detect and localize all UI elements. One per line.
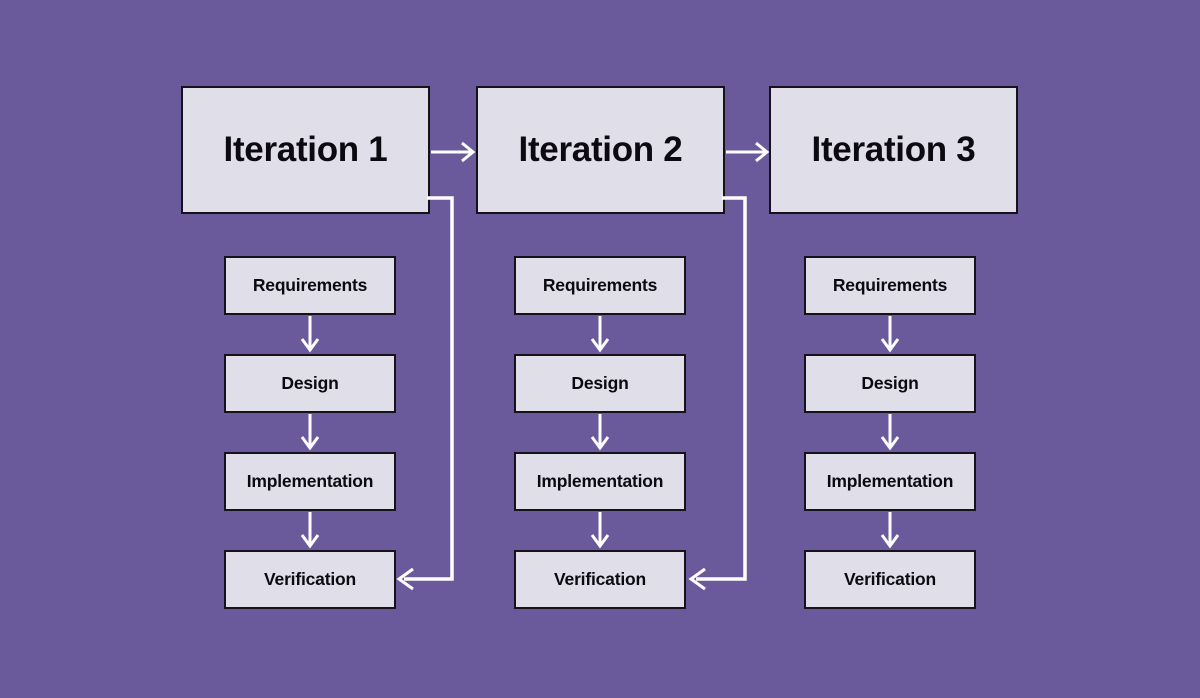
arrow-iteration-2-to-3 <box>726 141 770 163</box>
phase-label: Verification <box>554 568 646 589</box>
phase-box-3-design[interactable]: Design <box>804 354 976 413</box>
phase-box-2-implementation[interactable]: Implementation <box>514 452 686 511</box>
phase-label: Design <box>861 372 919 393</box>
phase-label: Requirements <box>832 274 948 295</box>
phase-box-3-implementation[interactable]: Implementation <box>804 452 976 511</box>
feedback-loop-iteration-2 <box>688 196 747 591</box>
iteration-box-1-label: Iteration 1 <box>223 129 388 169</box>
phase-label: Design <box>281 372 339 393</box>
arrow-2-implementation-to-verification <box>590 512 610 549</box>
phase-label: Implementation <box>826 470 954 491</box>
arrow-1-requirements-to-design <box>300 316 320 353</box>
arrow-2-design-to-implementation <box>590 414 610 451</box>
feedback-loop-iteration-1 <box>396 196 454 591</box>
arrow-iteration-1-to-2 <box>431 141 476 163</box>
phase-label: Verification <box>844 568 936 589</box>
phase-box-1-requirements[interactable]: Requirements <box>224 256 396 315</box>
phase-label: Requirements <box>542 274 658 295</box>
phase-box-3-verification[interactable]: Verification <box>804 550 976 609</box>
phase-box-1-implementation[interactable]: Implementation <box>224 452 396 511</box>
iteration-box-2[interactable]: Iteration 2 <box>476 86 725 214</box>
phase-box-3-requirements[interactable]: Requirements <box>804 256 976 315</box>
arrow-1-design-to-implementation <box>300 414 320 451</box>
iteration-box-1[interactable]: Iteration 1 <box>181 86 430 214</box>
arrow-2-requirements-to-design <box>590 316 610 353</box>
phase-label: Verification <box>264 568 356 589</box>
phase-box-2-verification[interactable]: Verification <box>514 550 686 609</box>
phase-box-2-requirements[interactable]: Requirements <box>514 256 686 315</box>
phase-box-2-design[interactable]: Design <box>514 354 686 413</box>
phase-label: Requirements <box>252 274 368 295</box>
phase-box-1-design[interactable]: Design <box>224 354 396 413</box>
arrow-1-implementation-to-verification <box>300 512 320 549</box>
arrow-3-implementation-to-verification <box>880 512 900 549</box>
phase-label: Implementation <box>536 470 664 491</box>
phase-label: Design <box>571 372 629 393</box>
iteration-box-2-label: Iteration 2 <box>518 129 683 169</box>
arrow-3-design-to-implementation <box>880 414 900 451</box>
phase-label: Implementation <box>246 470 374 491</box>
iteration-box-3[interactable]: Iteration 3 <box>769 86 1018 214</box>
iteration-box-3-label: Iteration 3 <box>811 129 976 169</box>
arrow-3-requirements-to-design <box>880 316 900 353</box>
phase-box-1-verification[interactable]: Verification <box>224 550 396 609</box>
